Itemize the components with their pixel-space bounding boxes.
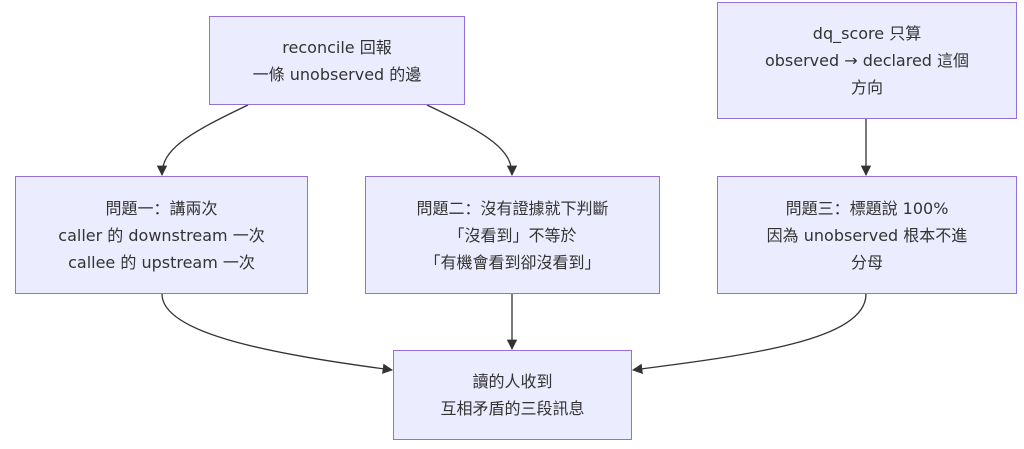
- node-problem-3-line3: 分母: [850, 252, 883, 272]
- edge-problem1-to-reader: [161, 293, 394, 374]
- node-problem-3: 問題三：標題說 100% 因為 unobserved 根本不進 分母: [717, 176, 1017, 294]
- node-problem-3-line2: 因為 unobserved 根本不進: [766, 225, 968, 245]
- node-problem-1-line2: caller 的 downstream 一次: [58, 225, 265, 245]
- node-problem-1-line3: callee 的 upstream 一次: [68, 252, 255, 272]
- node-problem-2-line2: 「沒看到」不等於: [448, 225, 577, 245]
- node-problem-2-line3: 「有機會看到卻沒看到」: [424, 252, 601, 272]
- node-reconcile-line1: reconcile 回報: [282, 37, 392, 57]
- node-problem-2: 問題二：沒有證據就下判斷 「沒看到」不等於 「有機會看到卻沒看到」: [365, 176, 660, 294]
- node-reconcile: reconcile 回報 一條 unobserved 的邊: [209, 16, 465, 105]
- node-problem-1: 問題一：講兩次 caller 的 downstream 一次 callee 的 …: [15, 176, 308, 294]
- node-dq-score-line2: observed → declared 這個: [764, 51, 970, 70]
- node-reconcile-line2: 一條 unobserved 的邊: [252, 64, 422, 84]
- node-reader: 讀的人收到 互相矛盾的三段訊息: [393, 350, 632, 440]
- node-reader-line2: 互相矛盾的三段訊息: [440, 399, 585, 418]
- node-dq-score: dq_score 只算 observed → declared 這個 方向: [717, 2, 1017, 119]
- node-problem-2-line1: 問題二：沒有證據就下判斷: [416, 198, 609, 218]
- node-dq-score-line1: dq_score 只算: [812, 24, 922, 43]
- edge-problem3-to-reader: [631, 293, 867, 374]
- edge-reconcile-to-problem2: [426, 104, 518, 177]
- node-reader-line1: 讀的人收到: [472, 372, 553, 391]
- node-dq-score-line3: 方向: [850, 78, 883, 97]
- edge-reconcile-to-problem1: [156, 104, 249, 177]
- node-problem-3-line1: 問題三：標題說 100%: [785, 198, 949, 218]
- node-problem-1-line1: 問題一：講兩次: [105, 198, 218, 218]
